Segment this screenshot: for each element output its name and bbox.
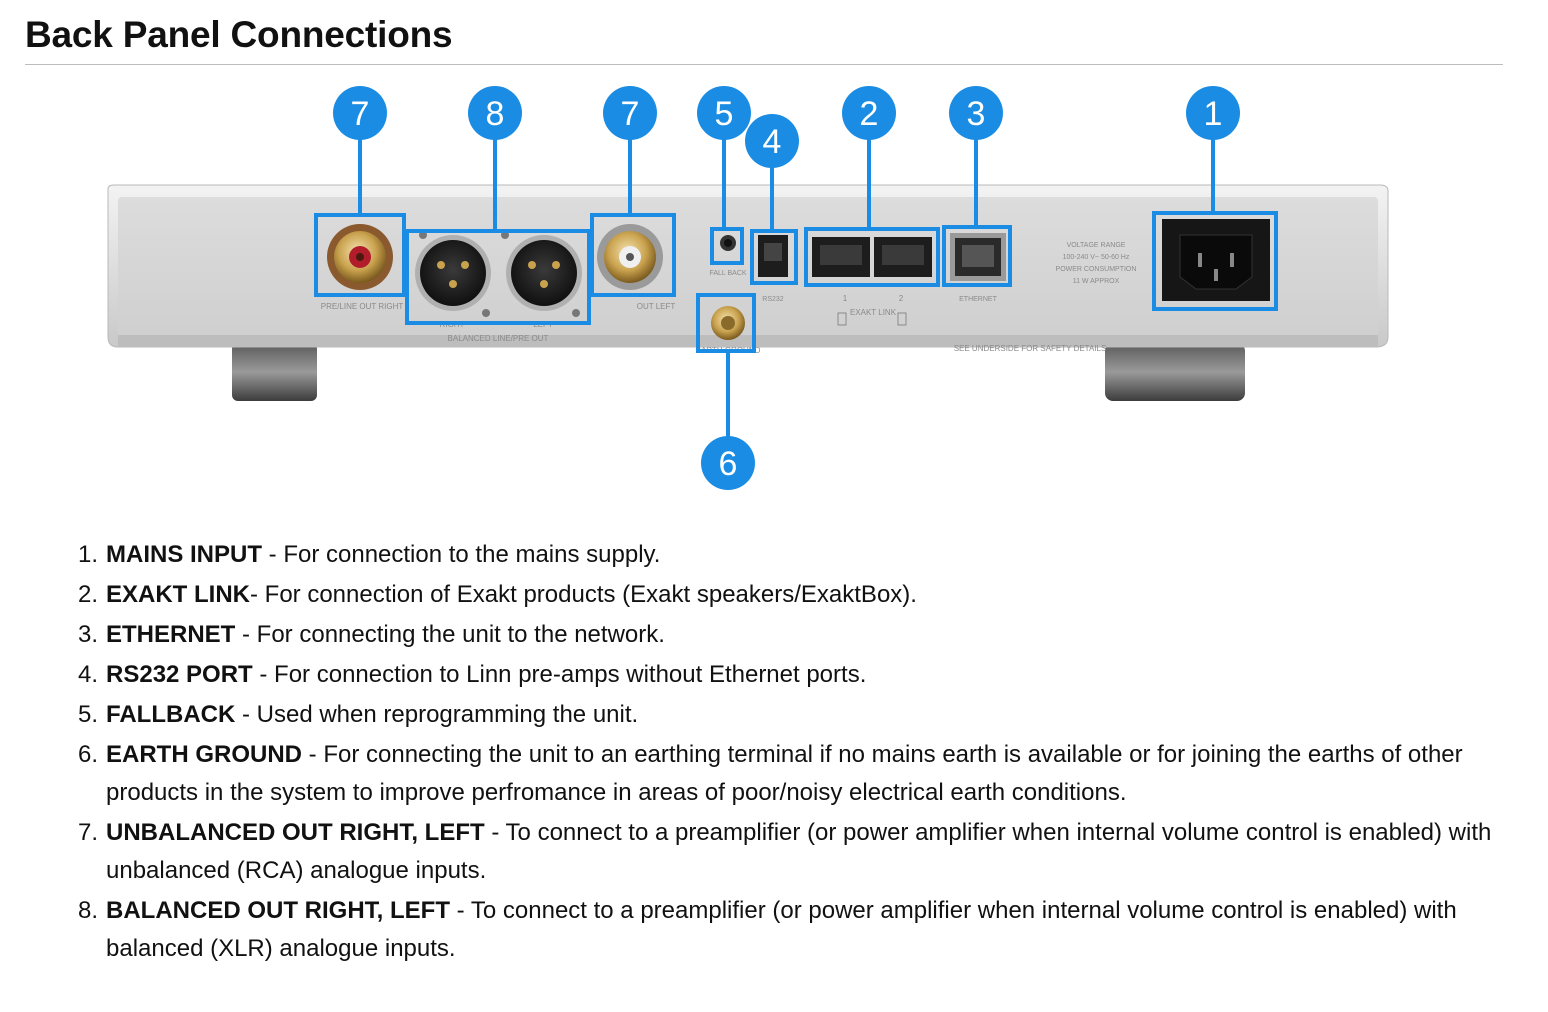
label-power-consumption: POWER CONSUMPTION: [1056, 266, 1137, 273]
list-item-term: BALANCED OUT RIGHT, LEFT: [106, 897, 450, 924]
list-item: 3. ETHERNET - For connecting the unit to …: [0, 616, 1500, 654]
label-rs232: RS232: [762, 296, 784, 303]
connection-list: 1. MAINS INPUT - For connection to the ma…: [0, 536, 1500, 970]
label-out-left: OUT LEFT: [637, 302, 676, 311]
rca-out-left: OUT LEFT: [597, 224, 675, 311]
badge-3-number: 3: [967, 95, 986, 133]
label-exakt-link: EXAKT LINK: [850, 308, 897, 317]
badge-8: 8: [468, 86, 522, 140]
exakt-link-ports: 1 2 EXAKT LINK: [812, 237, 932, 326]
list-item: 6. EARTH GROUND - For connecting the unit…: [0, 736, 1500, 812]
list-item-description: - For connection of Exakt products (Exak…: [250, 581, 917, 608]
label-ethernet: ETHERNET: [959, 296, 997, 303]
badge-7-left-number: 7: [351, 95, 370, 133]
voltage-info: VOLTAGE RANGE 100-240 V~ 50-60 Hz POWER …: [1056, 242, 1137, 285]
badge-5: 5: [697, 86, 751, 140]
list-item-number: 1.: [78, 541, 99, 568]
mains-input-socket: [1162, 219, 1270, 301]
list-item-number: 2.: [78, 581, 99, 608]
list-item-description: - To connect to a preamplifier (or power…: [106, 897, 1457, 962]
badge-3: 3: [949, 86, 1003, 140]
rca-out-right: PRE/LINE OUT RIGHT: [321, 224, 404, 311]
list-item-description: - To connect to a preamplifier (or power…: [106, 819, 1492, 884]
list-item-number: 8.: [78, 897, 99, 924]
chassis-feet: [232, 343, 1245, 401]
box-7-right: [590, 213, 676, 297]
list-item-number: 6.: [78, 741, 99, 768]
list-item-number: 7.: [78, 819, 99, 846]
list-item-description: - Used when reprogramming the unit.: [235, 701, 639, 728]
box-5: [710, 227, 744, 265]
list-item-number: 4.: [78, 661, 99, 688]
list-item-description: - For connection to the mains supply.: [262, 541, 661, 568]
list-item-term: UNBALANCED OUT RIGHT, LEFT: [106, 819, 485, 846]
list-item-term: MAINS INPUT: [106, 541, 262, 568]
badge-2-number: 2: [860, 95, 879, 133]
xlr-balanced-out: RIGHT LEFT BALANCED LINE/PRE OUT: [415, 231, 582, 343]
back-panel-illustration: PRE/LINE OUT RIGHT RIGHT LEFT BALANCED L…: [107, 86, 1389, 490]
callout-lines: [358, 139, 1215, 437]
label-exakt-1: 1: [843, 294, 848, 303]
page-title: Back Panel Connections: [25, 14, 453, 55]
badge-2: 2: [842, 86, 896, 140]
badge-4-number: 4: [763, 123, 782, 161]
list-item-number: 3.: [78, 621, 99, 648]
rs232-port: RS232: [758, 235, 788, 303]
chassis: [107, 184, 1389, 348]
list-item-description: - For connecting the unit to an earthing…: [106, 741, 1463, 806]
ethernet-port: ETHERNET: [950, 233, 1006, 303]
badge-5-number: 5: [715, 95, 734, 133]
badge-4: 4: [745, 114, 799, 168]
back-panel-figure: PRE/LINE OUT RIGHT RIGHT LEFT BALANCED L…: [100, 85, 1400, 495]
badge-7-right-number: 7: [621, 95, 640, 133]
list-item-term: FALLBACK: [106, 701, 236, 728]
label-balanced-line-pre-out: BALANCED LINE/PRE OUT: [448, 334, 549, 343]
list-item-term: RS232 PORT: [106, 661, 253, 688]
label-fall-back: FALL BACK: [709, 270, 746, 277]
badge-7-left: 7: [333, 86, 387, 140]
list-item: 7. UNBALANCED OUT RIGHT, LEFT - To connec…: [0, 814, 1500, 890]
label-voltage-value: 100-240 V~ 50-60 Hz: [1063, 254, 1130, 261]
label-power-value: 11 W APPROX: [1073, 278, 1120, 285]
list-item-description: - For connection to Linn pre-amps withou…: [252, 661, 867, 688]
badge-8-number: 8: [486, 95, 505, 133]
list-item-term: ETHERNET: [106, 621, 236, 648]
list-item-description: - For connecting the unit to the network…: [235, 621, 665, 648]
list-item-term: EXAKT LINK: [106, 581, 250, 608]
badge-1: 1: [1186, 86, 1240, 140]
list-item: 4. RS232 PORT - For connection to Linn pr…: [0, 656, 1500, 694]
list-item: 8. BALANCED OUT RIGHT, LEFT - To connect …: [0, 892, 1500, 968]
label-safety: SEE UNDERSIDE FOR SAFETY DETAILS: [954, 344, 1107, 353]
fallback-button: FALL BACK: [709, 235, 747, 277]
list-item: 1. MAINS INPUT - For connection to the ma…: [0, 536, 1500, 574]
box-8: [405, 229, 591, 325]
list-item: 5. FALLBACK - Used when reprogramming the…: [0, 696, 1500, 734]
box-2: [804, 227, 940, 287]
list-item-term: EARTH GROUND: [106, 741, 302, 768]
list-item: 2. EXAKT LINK- For connection of Exakt pr…: [0, 576, 1500, 614]
badge-7-right: 7: [603, 86, 657, 140]
label-exakt-2: 2: [899, 294, 904, 303]
badge-1-number: 1: [1204, 95, 1223, 133]
title-divider: [25, 64, 1503, 65]
label-preline-out-right: PRE/LINE OUT RIGHT: [321, 302, 404, 311]
badge-6: 6: [701, 436, 755, 490]
list-item-number: 5.: [78, 701, 99, 728]
label-voltage-range: VOLTAGE RANGE: [1067, 242, 1126, 249]
badge-6-number: 6: [719, 445, 738, 483]
